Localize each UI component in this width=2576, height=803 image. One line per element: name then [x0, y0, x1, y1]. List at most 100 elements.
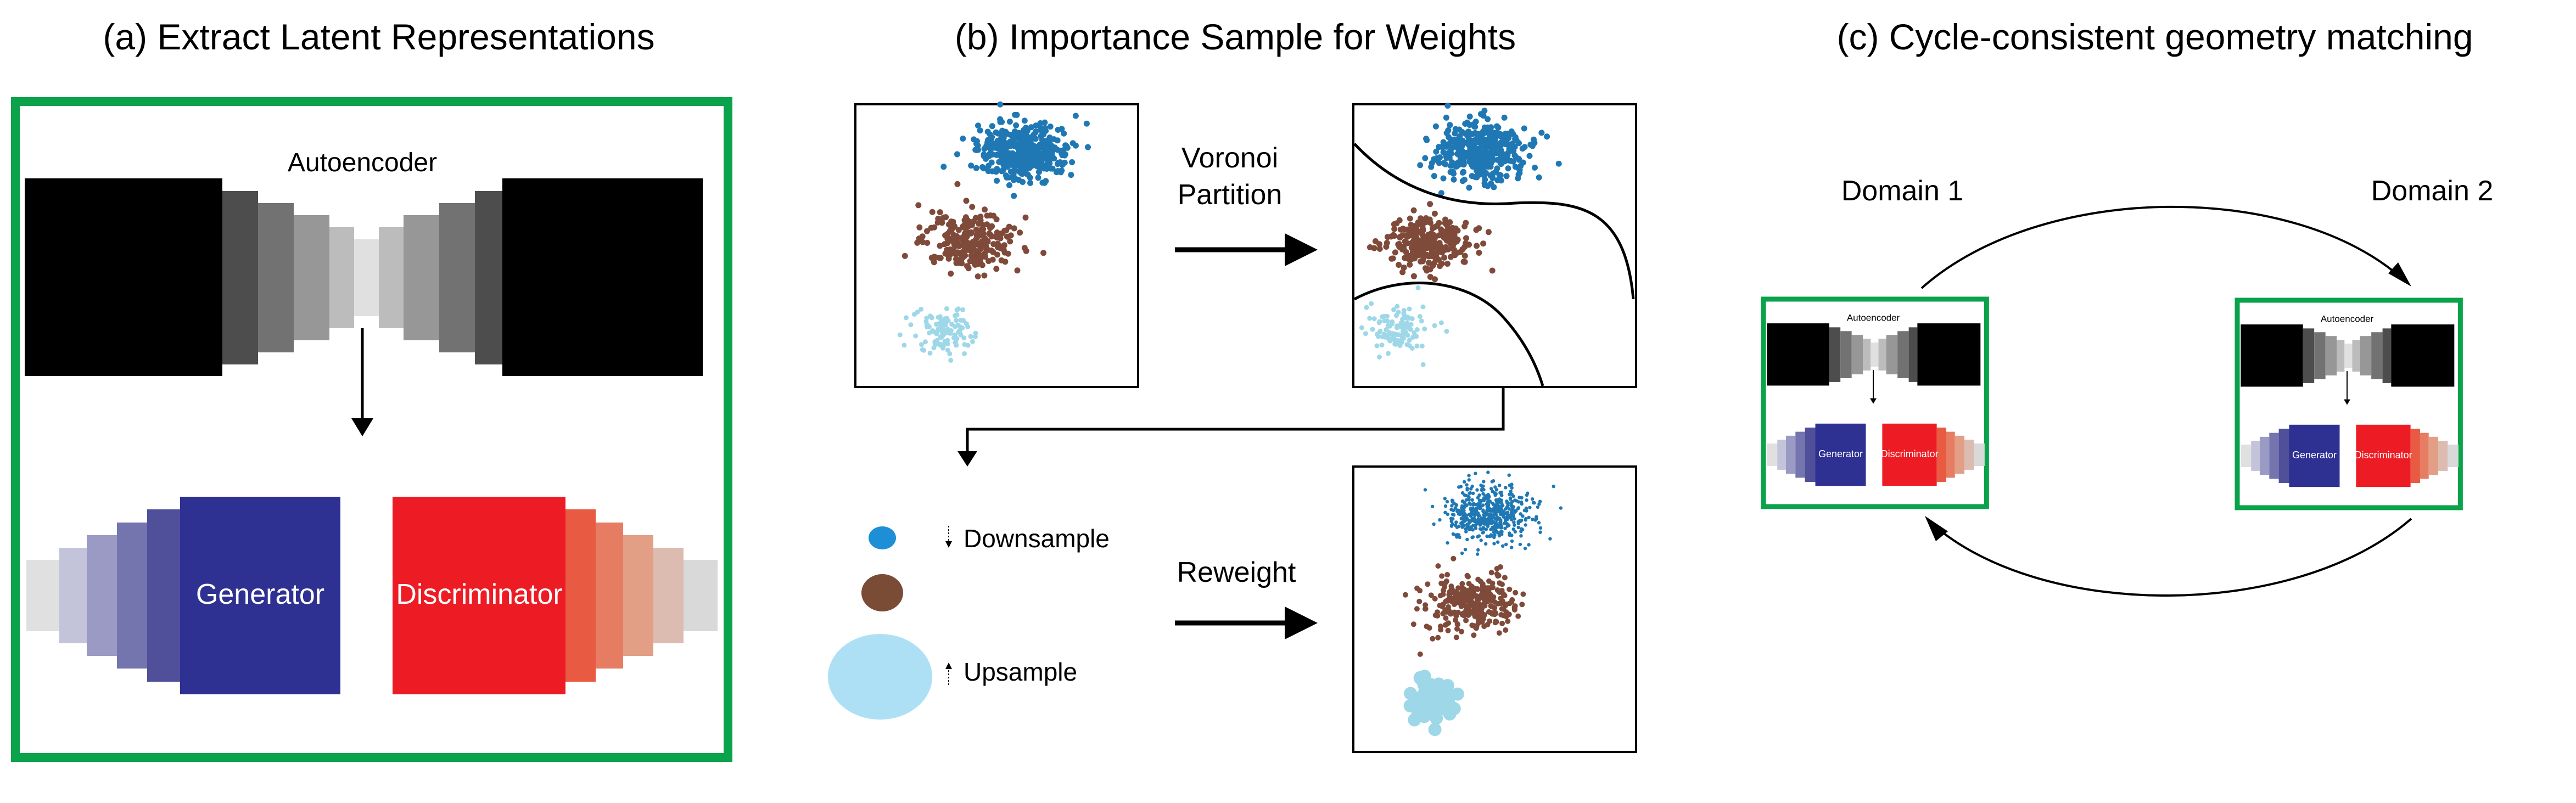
- scatter-point: [1402, 324, 1408, 329]
- scatter-point: [1028, 149, 1035, 156]
- scatter-point: [1444, 572, 1451, 577]
- scatter-point: [989, 123, 995, 130]
- scatter-point: [1538, 499, 1542, 503]
- encoder-input-block: [25, 178, 222, 376]
- scatter-point: [1470, 498, 1474, 502]
- scatter-point: [1499, 150, 1505, 156]
- scatter-point: [1513, 523, 1516, 527]
- scatter-point: [1436, 232, 1442, 239]
- scatter-point: [1443, 504, 1448, 508]
- scatter-point: [1399, 269, 1406, 276]
- scatter-point: [1482, 176, 1488, 183]
- scatter-point: [1048, 165, 1054, 172]
- scatter-point: [1441, 160, 1447, 166]
- scatter-point: [1490, 585, 1496, 591]
- scatter-point: [1479, 519, 1483, 523]
- scatter-point: [1423, 251, 1430, 258]
- scatter-point: [993, 266, 1000, 272]
- scatter-point: [1463, 235, 1469, 242]
- scatter-point: [1531, 136, 1537, 143]
- scatter-point: [1401, 311, 1407, 316]
- arrow-domain1-to-domain2: [1920, 205, 2405, 289]
- scatter-point: [1526, 153, 1533, 159]
- mini-block: [1795, 431, 1805, 478]
- scatter-point: [897, 332, 903, 338]
- scatter-point: [1487, 499, 1491, 503]
- scatter-point: [1426, 235, 1433, 242]
- scatter-point: [1403, 232, 1410, 239]
- scatter-point: [1460, 551, 1464, 555]
- scatter-point: [1474, 471, 1477, 475]
- scatter-point: [1449, 508, 1453, 512]
- scatter-point: [1492, 491, 1497, 495]
- scatter-point: [945, 347, 950, 353]
- scatter-point: [1055, 127, 1061, 133]
- scatter-point: [961, 335, 967, 341]
- scatter-point: [1463, 593, 1469, 599]
- scatter-point: [1364, 305, 1369, 310]
- mini-block: [1851, 335, 1863, 375]
- scatter-point: [942, 339, 948, 344]
- scatter-point: [984, 212, 990, 219]
- scatter-point: [961, 224, 967, 231]
- scatter-point: [1435, 563, 1441, 569]
- panel-b: (b) Importance Sample for Weights Vorono…: [828, 16, 1637, 753]
- scatter-point: [1390, 232, 1397, 238]
- scatter-point: [994, 177, 1000, 184]
- scatter-point: [1417, 162, 1424, 169]
- scatter-point: [1481, 136, 1487, 143]
- mini-block: [1964, 440, 1974, 470]
- mini-block: [2251, 441, 2260, 471]
- downsample-label: Downsample: [964, 524, 1110, 553]
- scatter-point: [1465, 149, 1471, 156]
- scatter-point: [1519, 512, 1522, 516]
- scatter-point: [1402, 592, 1408, 598]
- scatter-point: [1061, 159, 1068, 166]
- scatter-point: [1437, 263, 1443, 269]
- scatter-point: [1391, 307, 1396, 312]
- scatter-point: [937, 341, 942, 347]
- scatter-point: [1466, 136, 1472, 142]
- scatter-point: [916, 224, 923, 231]
- mini-block: [1955, 435, 1965, 474]
- scatter-point: [1388, 332, 1394, 337]
- scatter-point: [1442, 216, 1448, 223]
- scatter-point: [1423, 488, 1427, 492]
- scatter-point: [1494, 488, 1499, 492]
- scatter-point: [1443, 497, 1447, 501]
- scatter-point: [1506, 504, 1510, 508]
- scatter-point: [1419, 258, 1426, 265]
- scatter-point: [1471, 528, 1475, 532]
- scatter-point: [1444, 103, 1451, 109]
- scatter-point: [1492, 507, 1496, 510]
- scatter-point: [1032, 136, 1039, 142]
- domain1-label: Domain 1: [1841, 175, 1964, 207]
- scatter-point: [1430, 245, 1436, 251]
- scatter-point: [1428, 230, 1435, 237]
- scatter-point: [1063, 143, 1070, 150]
- scatter-point: [1446, 512, 1449, 516]
- scatter-point: [983, 144, 990, 150]
- scatter-point: [1026, 163, 1033, 170]
- scatter-point: [976, 250, 982, 257]
- scatter-point: [1051, 144, 1058, 151]
- scatter-point: [954, 307, 960, 313]
- scatter-point: [1448, 588, 1453, 594]
- scatter-point: [1479, 538, 1483, 542]
- scatter-point: [1528, 506, 1532, 509]
- upsample-label: Upsample: [964, 658, 1077, 686]
- scatter-point: [1408, 322, 1414, 327]
- mini-block: [2269, 433, 2279, 479]
- scatter-point: [1466, 495, 1471, 499]
- scatter-point: [1387, 338, 1393, 344]
- scatter-point: [1477, 493, 1481, 497]
- scatter-point: [1407, 306, 1412, 312]
- scatter-point: [942, 318, 947, 323]
- scatter-point: [1377, 329, 1382, 335]
- scatter-point: [989, 223, 995, 229]
- scatter-point: [1504, 507, 1508, 511]
- scatter-point: [1410, 207, 1417, 214]
- scatter-point: [938, 335, 944, 340]
- scatter-point: [1476, 548, 1480, 552]
